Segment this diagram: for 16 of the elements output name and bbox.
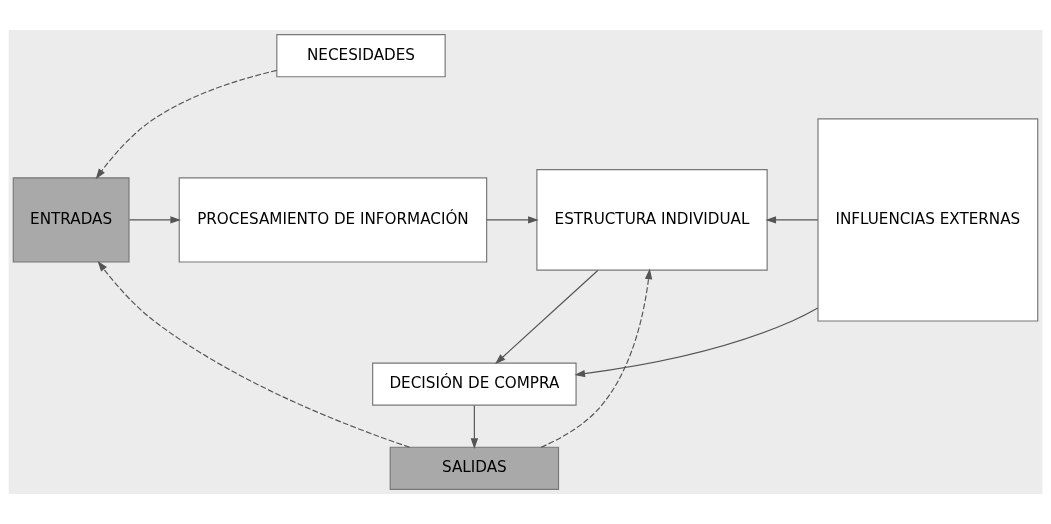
arrow (486, 216, 539, 224)
node-box: NECESIDADES (276, 34, 446, 78)
node-box: SALIDAS (389, 446, 560, 490)
arrow (95, 69, 278, 180)
arrow (97, 260, 411, 448)
node-box: INFLUENCIAS EXTERNAS (817, 118, 1039, 322)
arrow (574, 307, 819, 378)
node-box: ENTRADAS (12, 177, 130, 263)
arrow (470, 404, 479, 449)
arrow (765, 216, 819, 224)
arrow (495, 269, 599, 365)
node-box: PROCESAMIENTO DE INFORMACIÓN (178, 177, 488, 263)
node-box: ESTRUCTURA INDIVIDUAL (536, 169, 768, 271)
arrow (540, 268, 653, 448)
arrow (128, 216, 181, 224)
node-box: DECISIÓN DE COMPRA (372, 362, 577, 406)
